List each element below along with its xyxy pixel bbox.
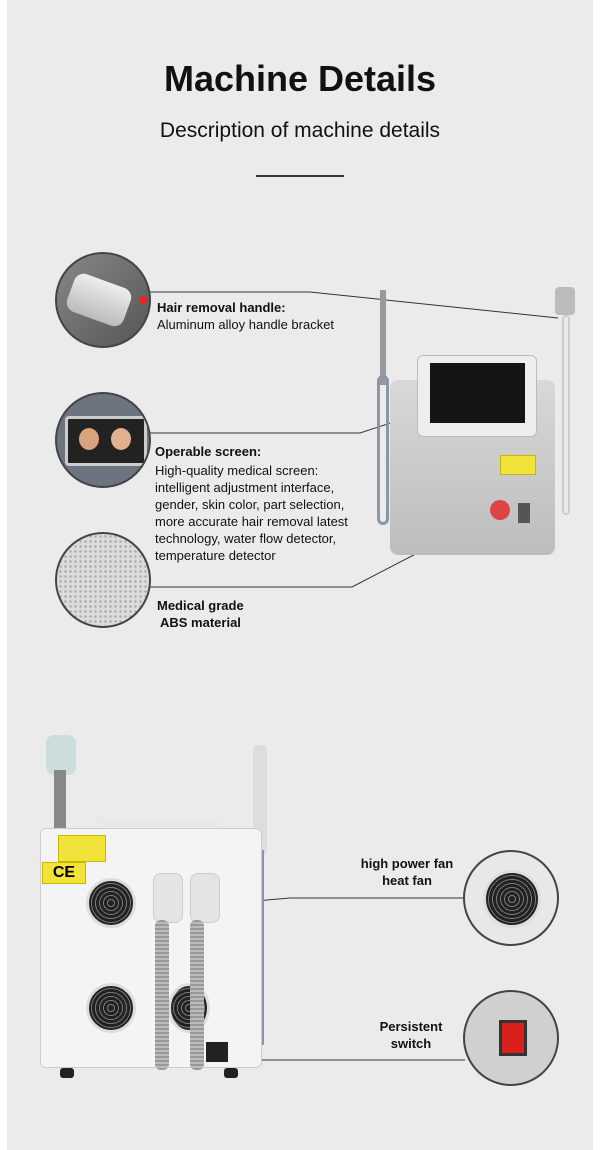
switch-detail-image xyxy=(463,990,559,1086)
handle-detail-image xyxy=(55,252,151,348)
fan-title-1: high power fan xyxy=(360,856,454,871)
screen-desc-4: more accurate hair removal latest xyxy=(155,514,348,529)
screen-desc-6: temperature detector xyxy=(155,548,276,563)
fan-title-2: heat fan xyxy=(382,873,432,888)
screen-detail-image xyxy=(55,392,151,488)
screen-desc-5: technology, water flow detector, xyxy=(155,531,337,546)
fan-detail-image xyxy=(463,850,559,946)
screen-desc-3: gender, skin color, part selection, xyxy=(155,497,345,512)
screen-desc-2: intelligent adjustment interface, xyxy=(155,480,335,495)
abs-material-image xyxy=(55,532,151,628)
screen-title: Operable screen: xyxy=(155,444,262,459)
material-title-2: ABS material xyxy=(160,615,241,630)
material-title-1: Medical grade xyxy=(157,598,244,613)
handle-desc: Aluminum alloy handle bracket xyxy=(157,317,335,332)
ce-mark: CE xyxy=(42,862,86,884)
title-divider xyxy=(256,175,344,177)
screen-desc-1: High-quality medical screen: xyxy=(155,463,319,478)
switch-title-2: switch xyxy=(390,1036,432,1051)
front-machine-image xyxy=(360,285,585,565)
page-subtitle: Description of machine details xyxy=(159,119,441,142)
page-title: Machine Details xyxy=(163,58,437,99)
back-machine-image: CE xyxy=(38,730,278,1080)
switch-title-1: Persistent xyxy=(379,1019,443,1034)
handle-title: Hair removal handle: xyxy=(157,300,286,315)
